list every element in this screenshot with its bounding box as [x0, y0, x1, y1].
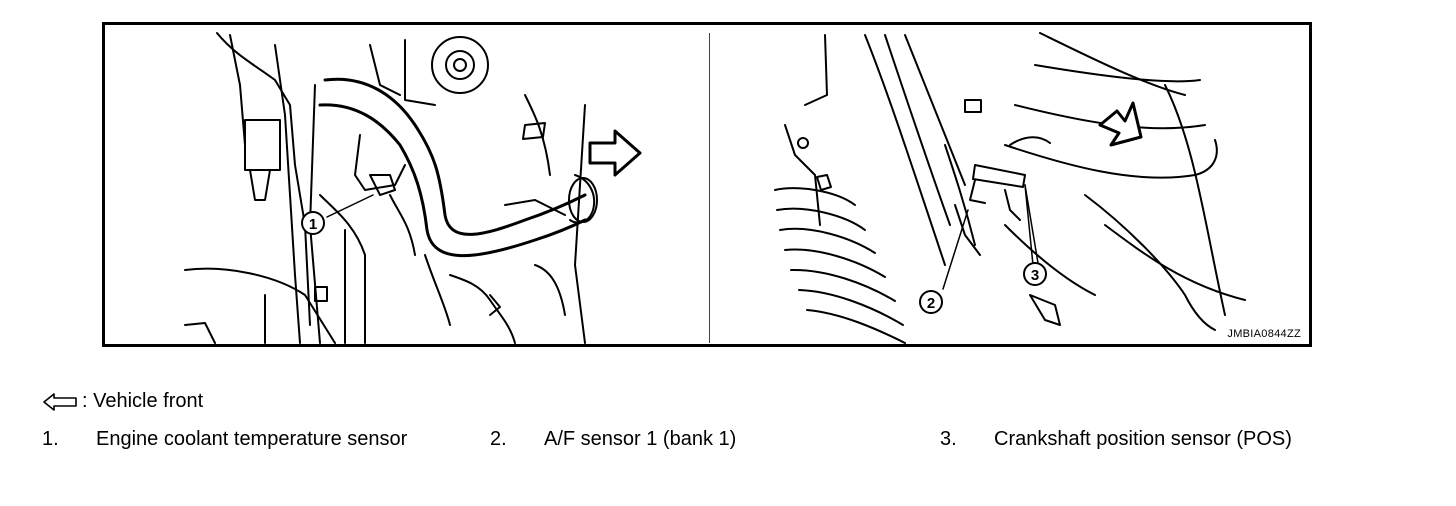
legend: : Vehicle front: [42, 390, 203, 413]
figure-id: JMBIA0844ZZ: [1227, 328, 1301, 340]
caption-1-number: 1.: [42, 428, 59, 450]
callout-1-label: 1: [309, 216, 317, 233]
caption-list: 1. Engine coolant temperature sensor 2. …: [0, 428, 1456, 458]
caption-2-number: 2.: [490, 428, 507, 450]
callout-3: [1023, 262, 1047, 286]
caption-2-label: A/F sensor 1 (bank 1): [544, 428, 737, 450]
panel-divider: [709, 33, 710, 343]
caption-3-number: 3.: [940, 428, 957, 450]
callout-3-label: 3: [1031, 267, 1039, 284]
legend-text: : Vehicle front: [82, 390, 204, 412]
callout-2: [919, 290, 943, 314]
callout-2-label: 2: [927, 295, 935, 312]
caption-3-label: Crankshaft position sensor (POS): [994, 428, 1292, 450]
callout-1: [301, 211, 325, 235]
engine-illustration: 1 2 3: [184, 32, 1246, 344]
engine-diagram: 1 2 3 JMBIA0844ZZ: [102, 22, 1312, 347]
open-arrow-icon: [43, 392, 77, 411]
caption-1-label: Engine coolant temperature sensor: [96, 428, 408, 450]
